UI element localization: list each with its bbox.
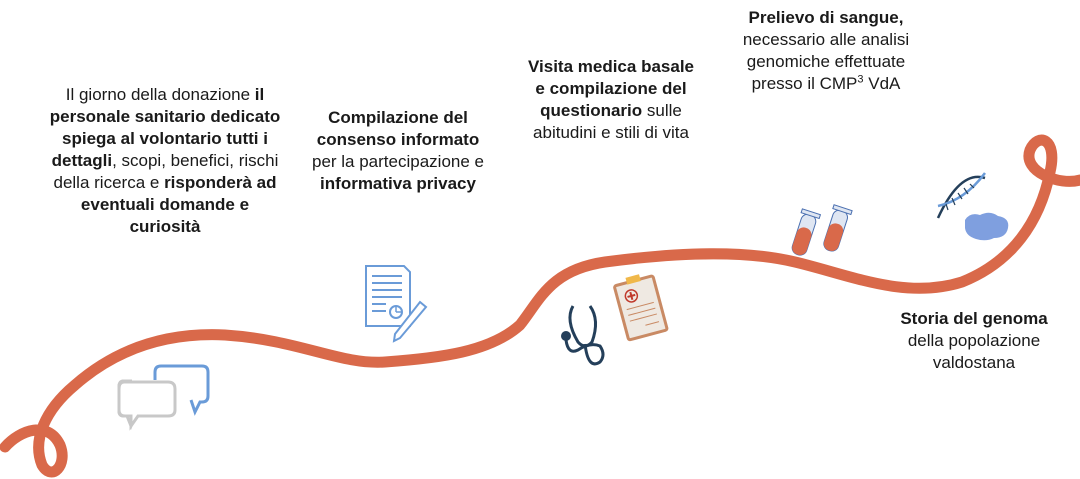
text-segment-bold: informativa privacy [320, 174, 476, 193]
text-segment-bold: Storia del genoma [900, 309, 1048, 328]
text-segment-bold: Visita medica basale e compilazione del … [527, 57, 694, 120]
superscript: 3 [857, 73, 864, 86]
text-segment-bold: Compilazione del consenso informato [316, 108, 480, 149]
text-segment: , scopi, benefici, rischi della ricerca … [53, 151, 279, 192]
text-segment: sulle abitudini e stili di vita [533, 101, 689, 142]
text-segment: necessario alle analisi genomiche effett… [742, 30, 910, 93]
step-5-genome-history-text: Storia del genoma della popolazione vald… [898, 308, 1050, 374]
text-segment: per la partecipazione e [311, 152, 484, 171]
step-4-blood-draw-text: Prelievo di sangue, necessario alle anal… [740, 7, 912, 95]
text-segment: della popolazione valdostana [907, 331, 1041, 372]
text-segment: VdA [863, 74, 901, 93]
step-2-consent-text: Compilazione del consenso informato per … [305, 107, 491, 195]
step-1-consultation-text: Il giorno della donazione il personale s… [45, 84, 285, 238]
text-segment-bold: risponderà ad eventuali domande e curios… [80, 173, 277, 236]
text-segment-bold: Prelievo di sangue, [748, 8, 904, 27]
text-segment: Il giorno della donazione [65, 85, 255, 104]
text-segment-bold: il personale sanitario dedicato spiega a… [49, 85, 281, 170]
step-3-medical-visit-text: Visita medica basale e compilazione del … [525, 56, 697, 144]
